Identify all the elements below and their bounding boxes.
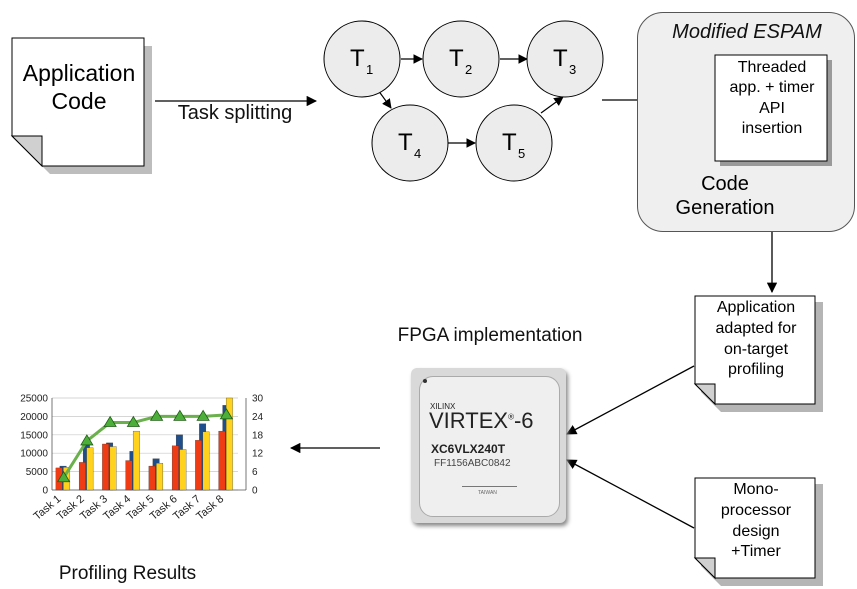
chart-line-marker <box>149 409 164 421</box>
profiling-results-label: Profiling Results <box>58 563 197 584</box>
adapted-app-line3: on-target <box>723 340 789 358</box>
chart-bar <box>156 462 164 491</box>
task-node-t3 <box>526 20 604 98</box>
code-generation-line2: Generation <box>675 197 775 219</box>
chart-ytick-right: 12 <box>252 449 264 460</box>
chip-code: FF1156ABC0842 <box>434 458 511 469</box>
chart-line-marker <box>219 408 234 420</box>
adapted-app-text: Application adapted for on-target profil… <box>695 298 817 381</box>
fpga-chip <box>411 368 566 523</box>
chart-ytick-right: 30 <box>252 394 264 405</box>
task-node-t2 <box>422 20 500 98</box>
chart-ytick-right: 24 <box>252 412 264 423</box>
application-code-line2: Code <box>51 87 107 114</box>
adapted-app-line2: adapted for <box>715 319 797 337</box>
chart-bar <box>102 443 110 491</box>
task-node-t1 <box>323 20 401 98</box>
edge-t5-t3 <box>540 96 564 114</box>
chart-line-marker <box>126 415 141 427</box>
chart-ytick-right: 6 <box>252 467 258 478</box>
chart-ytick-left: 25000 <box>20 394 48 405</box>
espam-inner-line2: app. + timer <box>729 79 815 97</box>
chart-line-marker <box>196 409 210 421</box>
chart-bar <box>171 445 179 491</box>
espam-inner-line1: Threaded <box>737 59 807 76</box>
t1-letter: T <box>350 45 365 72</box>
fpga-chip-face <box>419 376 560 517</box>
chart-bar <box>225 397 233 491</box>
application-code-label: Application Code <box>12 60 146 115</box>
chart-ytick-left: 20000 <box>20 412 48 423</box>
espam-title: Modified ESPAM <box>672 21 822 43</box>
espam-inner-doc-shape <box>714 54 832 166</box>
t4-letter: T <box>398 129 413 156</box>
chart-line-marker <box>173 409 187 421</box>
chip-divider <box>462 486 517 487</box>
espam-inner-line4: insertion <box>741 120 803 138</box>
application-code-line1: Application <box>22 60 136 86</box>
chart-line-marker <box>56 470 71 483</box>
fpga-label: FPGA implementation <box>397 325 583 346</box>
chart-bar <box>202 431 210 491</box>
mono-line2: processor <box>720 501 792 519</box>
task-node-t4 <box>371 104 449 182</box>
chart-bar <box>218 430 226 491</box>
adapted-to-fpga-arrow <box>566 365 695 435</box>
code-generation-line1: Code <box>701 173 749 195</box>
adapted-app-doc-shape <box>693 295 823 412</box>
chip-brand: XILINX <box>430 402 456 411</box>
chart-ytick-left: 0 <box>42 486 48 497</box>
chip-dot-icon <box>423 379 427 383</box>
application-code-doc-shape <box>10 37 152 174</box>
chart-ytick-left: 15000 <box>20 430 48 441</box>
chip-family-name: VIRTEX <box>429 408 509 433</box>
chart-line-marker <box>80 434 94 446</box>
mono-doc-shape <box>693 477 823 586</box>
edge-t1-t4 <box>377 89 392 109</box>
espam-inner-line3: API <box>759 99 785 117</box>
chart-ytick-left: 10000 <box>20 449 48 460</box>
chip-family-suffix: -6 <box>513 408 534 433</box>
mono-line3: design <box>732 522 780 540</box>
t4-sub: 4 <box>414 146 421 161</box>
chart-ytick-left: 5000 <box>26 467 49 478</box>
chart-ytick-right: 18 <box>252 430 264 441</box>
t3-letter: T <box>553 45 568 72</box>
chart-bar <box>132 430 140 491</box>
chart-bar <box>125 460 133 491</box>
code-generation-label: Code Generation <box>660 172 790 220</box>
t1-sub: 1 <box>366 62 373 77</box>
t5-sub: 5 <box>518 146 525 161</box>
mono-to-fpga-arrow <box>566 459 695 529</box>
chip-family: VIRTEX®-6 <box>429 408 534 434</box>
chart-ytick-right: 0 <box>252 486 258 497</box>
profiling-chart: 25000200001500010000500003024181260Task … <box>20 394 264 523</box>
mono-line4: +Timer <box>731 543 781 561</box>
chart-line-marker <box>103 415 117 427</box>
chart-bar <box>86 447 94 491</box>
t3-sub: 3 <box>569 62 576 77</box>
chart-bar <box>195 440 203 491</box>
chart-bar <box>148 465 156 491</box>
mono-text: Mono- processor design +Timer <box>695 480 817 563</box>
t5-letter: T <box>502 129 517 156</box>
chart-bar <box>78 462 86 491</box>
adapted-app-line1: Application <box>716 299 796 316</box>
chip-origin: TAIWAN <box>478 490 497 496</box>
chart-bar <box>179 449 187 491</box>
adapted-app-line4: profiling <box>727 361 785 379</box>
task-graph: T 1 T 2 T 3 T 4 T 5 <box>323 20 604 182</box>
task-node-t5 <box>475 104 553 182</box>
t2-letter: T <box>449 45 464 72</box>
mono-line1: Mono- <box>733 481 779 498</box>
task-splitting-label: Task splitting <box>177 102 293 124</box>
chip-registered-icon: ® <box>508 412 514 422</box>
espam-inner-text: Threaded app. + timer API insertion <box>716 58 828 140</box>
t2-sub: 2 <box>465 62 472 77</box>
chip-part: XC6VLX240T <box>431 442 506 456</box>
chart-bar <box>109 446 117 491</box>
